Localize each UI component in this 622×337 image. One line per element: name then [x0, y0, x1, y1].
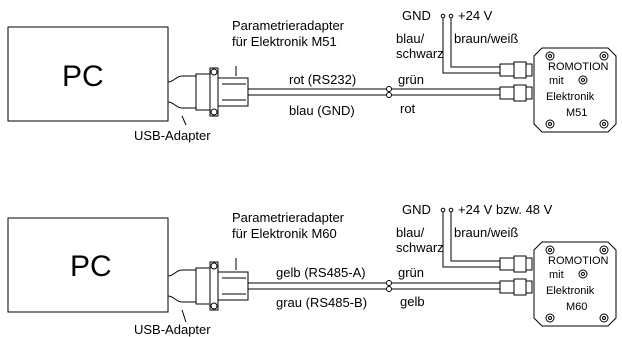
- wire-top-left-label: gelb (RS485-A): [276, 265, 366, 280]
- gnd-terminal: [440, 207, 446, 213]
- gnd-terminal: [440, 13, 446, 19]
- motor-label-line-4: M51: [566, 107, 587, 119]
- motor-label-line-4: M60: [566, 301, 587, 313]
- wire-bottom-right-label: gelb: [400, 294, 425, 309]
- adapter-label-line-1: Parametrieradapter: [232, 18, 345, 33]
- adapter-label-line-2: für Elektronik M51: [232, 34, 337, 49]
- romotion-motor-m51: [533, 47, 617, 133]
- gnd-label: GND: [402, 202, 431, 217]
- adapter-label-line-2: für Elektronik M60: [232, 226, 337, 241]
- motor-label-line-3: Elektronik: [546, 91, 595, 103]
- gnd-wire-label-line-1: blau/: [396, 225, 425, 240]
- supply-wire: [450, 18, 500, 68]
- usb-adapter-label: USB-Adapter: [134, 322, 211, 337]
- splice-bottom: [386, 92, 392, 98]
- wire-bottom-right-label: rot: [400, 101, 416, 116]
- motor-label-line-2: mit: [549, 75, 564, 87]
- pc-label: PC: [62, 60, 104, 93]
- motor-connector-upper: [499, 61, 533, 79]
- shaft-icon: [578, 75, 588, 85]
- motor-label-line-1: ROMOTION: [548, 255, 609, 267]
- wire-top-right-label: grün: [398, 265, 424, 280]
- supply-wire-label: braun/weiß: [454, 31, 518, 46]
- gnd-wire: [442, 18, 500, 74]
- gnd-wire-label-line-2: schwarz: [396, 240, 444, 255]
- diagram-m51: PC USB-Adapter Parametrieradapter für El…: [7, 8, 617, 143]
- pc-label: PC: [70, 250, 112, 283]
- motor-label-line-3: Elektronik: [546, 285, 595, 297]
- usb-adapter-label: USB-Adapter: [134, 128, 211, 143]
- gnd-wire: [442, 212, 500, 268]
- wire-bottom-left-label: blau (GND): [289, 103, 355, 118]
- romotion-motor-m60: [533, 241, 617, 327]
- wire-top-right-label: grün: [398, 72, 424, 87]
- motor-connector-lower: [499, 278, 533, 296]
- motor-label-line-2: mit: [549, 269, 564, 281]
- wire-top-left-label: rot (RS232): [289, 72, 356, 87]
- motor-connector-upper: [499, 255, 533, 273]
- usb-leader-line: [181, 309, 187, 323]
- supply-terminal: [448, 13, 454, 19]
- supply-terminal: [448, 207, 454, 213]
- diagram-m60: PC USB-Adapter Parametrieradapter für El…: [7, 202, 617, 337]
- gnd-label: GND: [402, 8, 431, 23]
- wire-bottom-left-label: grau (RS485-B): [276, 295, 367, 310]
- motor-label-line-1: ROMOTION: [548, 61, 609, 73]
- usb-adapter-connector: [167, 67, 249, 117]
- splice-top: [386, 86, 392, 92]
- usb-adapter-connector: [167, 261, 249, 311]
- supply-label: +24 V: [458, 8, 493, 23]
- usb-leader-line: [181, 115, 187, 126]
- adapter-label-line-1: Parametrieradapter: [232, 210, 345, 225]
- splice-bottom: [386, 286, 392, 292]
- gnd-wire-label-line-1: blau/: [396, 31, 425, 46]
- supply-wire: [450, 212, 500, 262]
- shaft-icon: [578, 269, 588, 279]
- pc-box: [7, 217, 169, 313]
- supply-wire-label: braun/weiß: [454, 225, 518, 240]
- splice-top: [386, 280, 392, 286]
- motor-connector-lower: [499, 84, 533, 102]
- pc-box: [7, 26, 169, 122]
- supply-label: +24 V bzw. 48 V: [458, 202, 553, 217]
- gnd-wire-label-line-2: schwarz: [396, 46, 444, 61]
